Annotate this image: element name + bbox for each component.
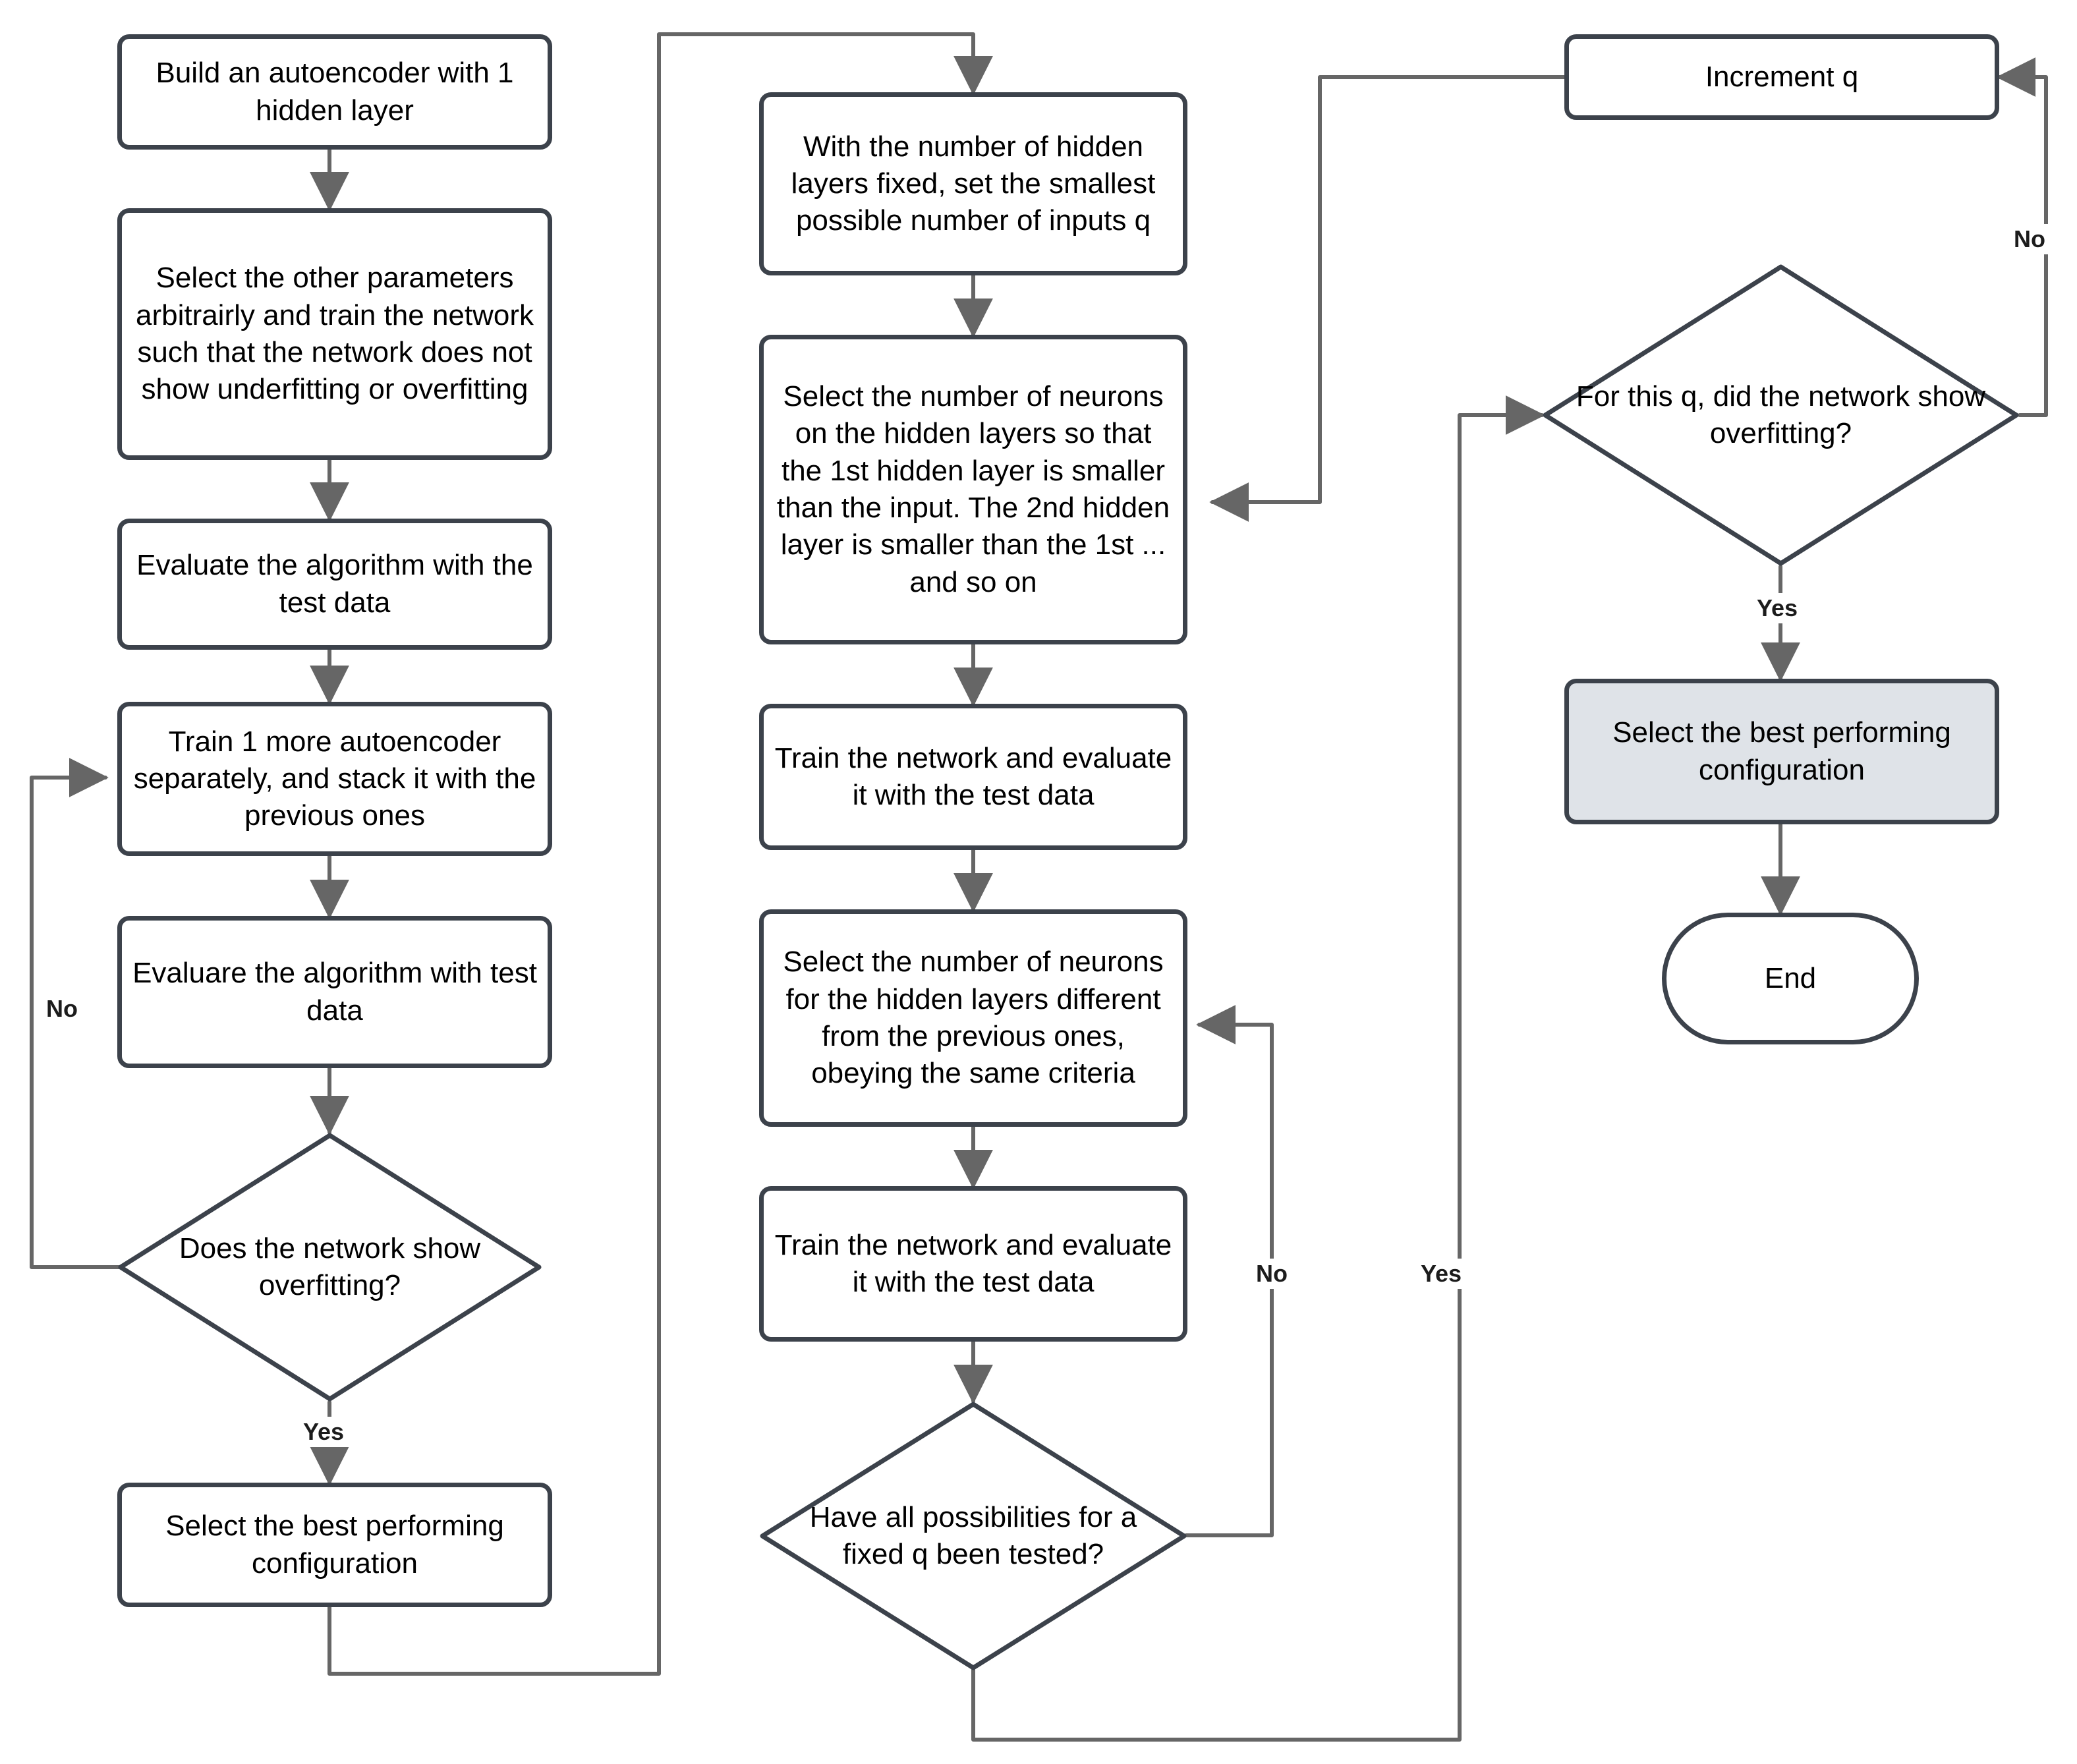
edge-best-left-to-column2 [327, 32, 993, 1676]
node-end[interactable]: End [1662, 913, 1919, 1044]
edge-label-left-no: No [41, 994, 83, 1024]
decision-all-possibilities-tested[interactable]: Have all possibilities for a fixed q bee… [759, 1401, 1187, 1671]
node-evaluate-algorithm-test[interactable]: Evaluate the algorithm with the test dat… [117, 519, 552, 650]
node-select-neurons-first[interactable]: Select the number of neurons on the hidd… [759, 335, 1187, 644]
decision-label: For this q, did the network show overfit… [1576, 380, 1986, 449]
node-train-evaluate-network-1[interactable]: Train the network and evaluate it with t… [759, 704, 1187, 850]
node-select-best-performing-left[interactable]: Select the best performing configuration [117, 1483, 552, 1607]
node-select-best-performing-right[interactable]: Select the best performing configuration [1564, 679, 1999, 824]
node-set-smallest-inputs-q[interactable]: With the number of hidden layers fixed, … [759, 92, 1187, 275]
decision-does-network-show-overfitting[interactable]: Does the network show overfitting? [117, 1132, 542, 1402]
node-select-other-parameters[interactable]: Select the other parameters arbitrairly … [117, 208, 552, 460]
node-increment-q[interactable]: Increment q [1564, 34, 1999, 120]
edge-label-right-yes: Yes [1751, 593, 1804, 623]
edge-allposs-yes-to-right-decision [971, 395, 1545, 1742]
decision-for-this-q-overfitting[interactable]: For this q, did the network show overfit… [1542, 264, 2020, 567]
decision-label: Have all possibilities for a fixed q bee… [809, 1500, 1137, 1570]
node-build-autoencoder[interactable]: Build an autoencoder with 1 hidden layer [117, 34, 552, 150]
edge-label-left-yes: Yes [298, 1417, 350, 1447]
node-train-evaluate-network-2[interactable]: Train the network and evaluate it with t… [759, 1186, 1187, 1342]
node-evaluare-algorithm-test[interactable]: Evaluare the algorithm with test data [117, 916, 552, 1068]
edge-increment-to-neurons [1209, 75, 1566, 522]
edge-label-mid-no: No [1251, 1259, 1293, 1289]
decision-label: Does the network show overfitting? [179, 1232, 481, 1301]
node-train-one-more-autoencoder[interactable]: Train 1 more autoencoder separately, and… [117, 702, 552, 856]
edge-label-right-no: No [2008, 224, 2051, 254]
edge-label-mid-yes: Yes [1415, 1259, 1467, 1289]
node-select-neurons-different[interactable]: Select the number of neurons for the hid… [759, 909, 1187, 1127]
edge-decision-no-loop [30, 758, 124, 1269]
